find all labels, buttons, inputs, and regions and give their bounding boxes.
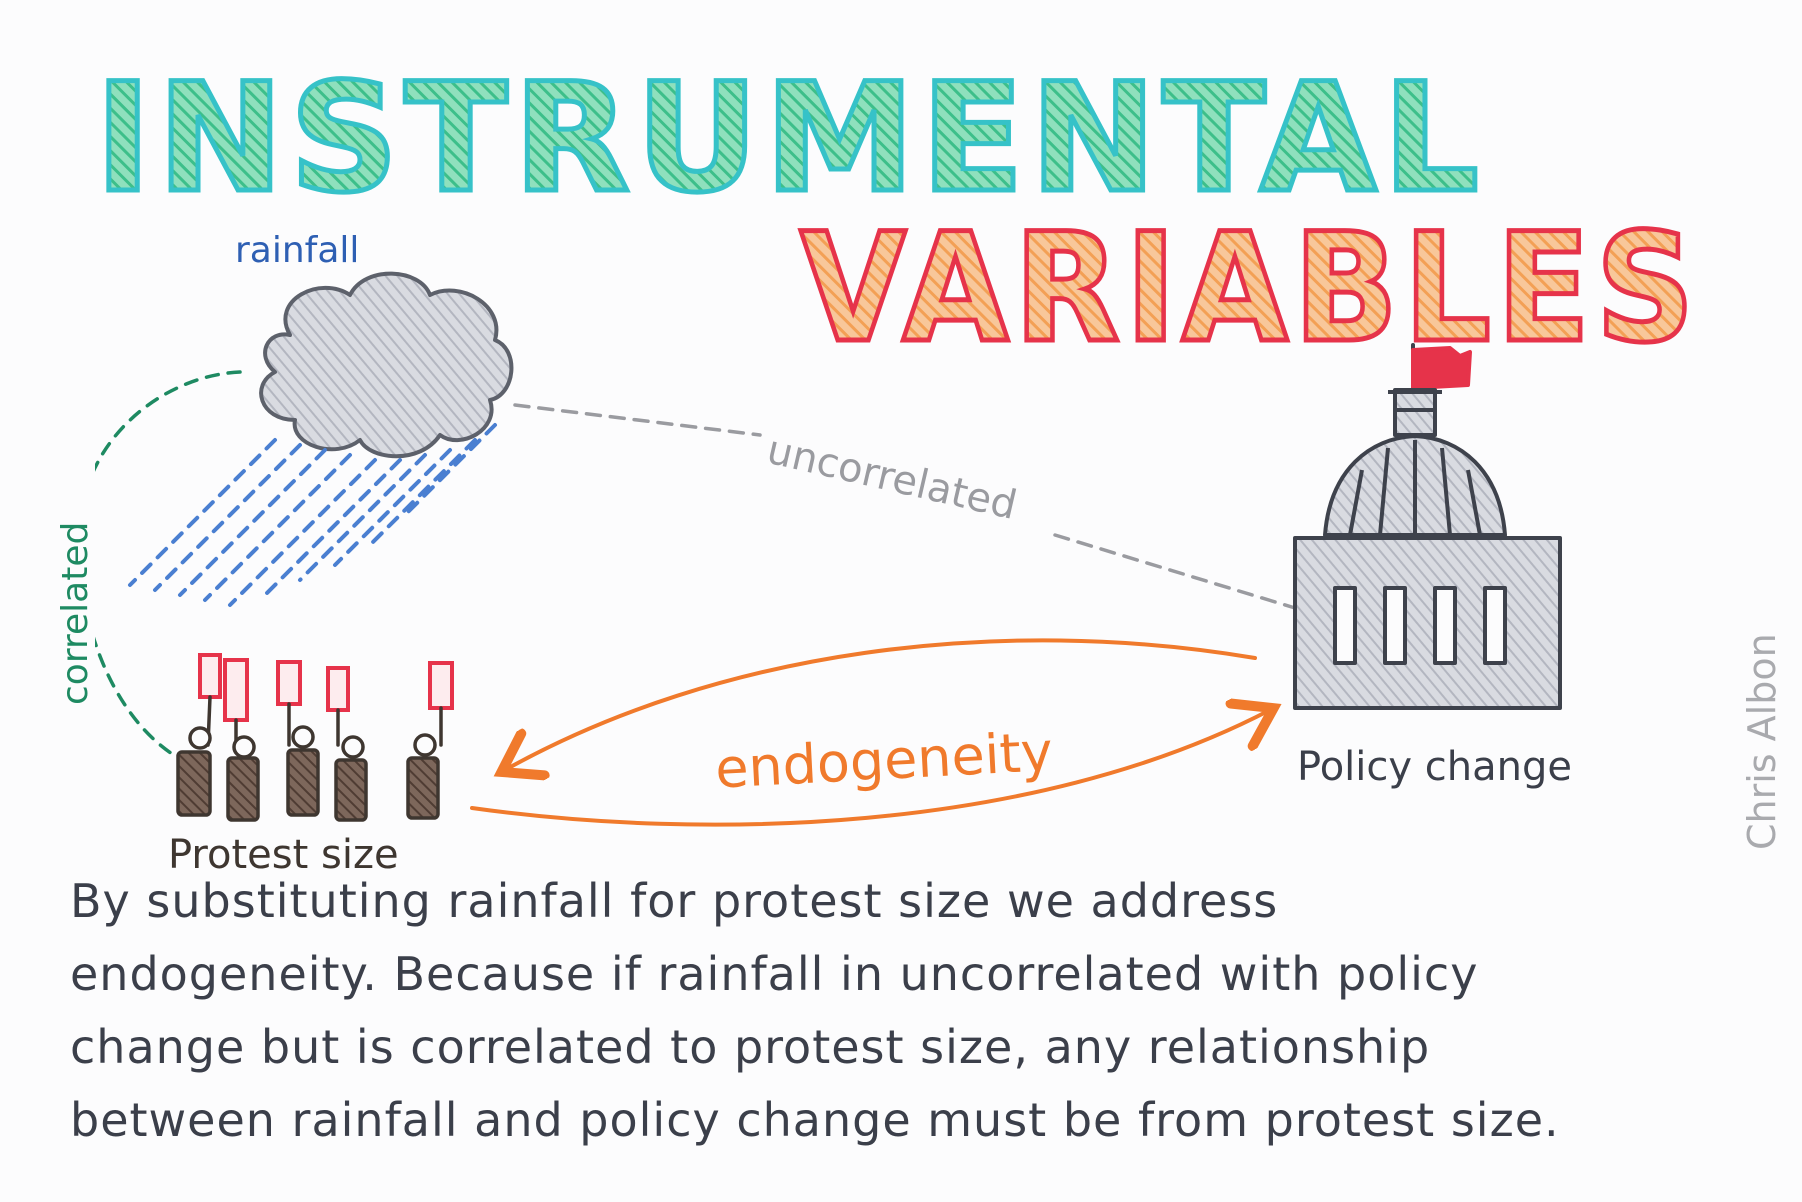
correlated-connector — [77, 370, 242, 762]
uncorrelated-connector — [513, 403, 1297, 610]
capitol-building-icon — [1293, 343, 1562, 710]
rain-icon — [128, 423, 497, 607]
signature: Chris Albon — [1740, 633, 1784, 850]
explanation-line-2: endogeneity. Because if rainfall in unco… — [70, 947, 1479, 1001]
endogeneity-label: endogeneity — [714, 720, 1055, 801]
protesters-icon — [176, 653, 454, 822]
rain-cloud-icon — [259, 271, 514, 459]
explanation-paragraph: By substituting rainfall for protest siz… — [70, 865, 1770, 1157]
correlated-label: correlated — [55, 522, 96, 705]
correlated-label-gap — [55, 455, 95, 720]
protest-size-label: Protest size — [168, 832, 399, 878]
policy-change-label: Policy change — [1297, 744, 1572, 790]
endogeneity-arrow-bottom — [470, 710, 1270, 827]
explanation-line-1: By substituting rainfall for protest siz… — [70, 874, 1279, 928]
title-line-2: VARIABLES — [800, 202, 1700, 376]
rainfall-label: rainfall — [235, 230, 359, 271]
explanation-line-3: change but is correlated to protest size… — [70, 1020, 1431, 1074]
title: INSTRUMENTAL VARIABLES — [93, 50, 1700, 379]
endogeneity-arrow-top — [505, 638, 1257, 770]
explanation-line-4: between rainfall and policy change must … — [70, 1093, 1560, 1147]
uncorrelated-label: uncorrelated — [763, 427, 1021, 529]
signature-text: Chris Albon — [1740, 633, 1784, 850]
title-line-1: INSTRUMENTAL — [95, 52, 1485, 226]
